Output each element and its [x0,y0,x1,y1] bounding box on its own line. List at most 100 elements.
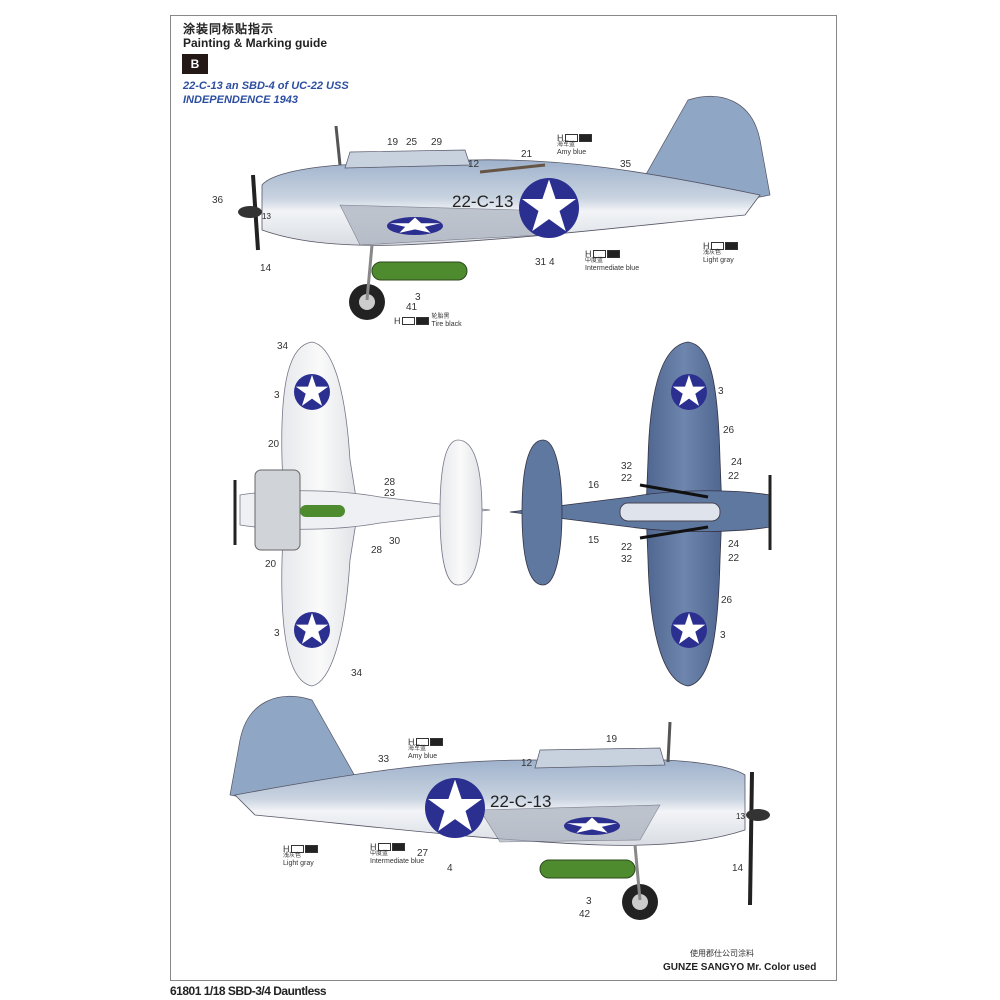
fuselage-code-right: 22-C-13 [490,792,551,811]
callout: 3 [718,386,724,397]
subject-line-2: INDEPENDENCE 1943 [183,94,298,106]
color-chip-intermediate-blue: H 中度蓝 Intermediate blue [585,249,640,272]
callout: 16 [588,480,600,491]
callout: 14 [732,863,744,874]
chip-label-en: Tire black [431,321,462,328]
callout: 14 [260,263,272,274]
callout: 3 [274,390,280,401]
scheme-badge: B [182,54,208,74]
paint-note-chinese: 使用郡仕公司涂料 [690,949,754,958]
callout: 42 [579,909,591,920]
callout: 26 [723,425,735,436]
color-chip-light-gray: H 浅灰色 Light gray [283,843,318,867]
callout: 4 [447,863,453,874]
callout: 33 [378,754,390,765]
guide-frame [170,15,837,981]
title-chinese: 涂装同标贴指示 [183,22,275,36]
side-view-left-facing: 22-C-13 13 [238,96,771,320]
callout: 31 [535,257,547,268]
chip-label-cn: 海军蓝 [557,142,576,148]
bottom-view [509,341,772,687]
color-chip-amy-blue: H 海军蓝 Amy blue [557,132,592,156]
color-chip-intermediate-blue: H 中度蓝 Intermediate blue [370,841,425,865]
swatch [606,250,620,258]
color-chip-amy-blue: H 海军蓝 Amy blue [408,736,443,760]
callout: 19 [606,734,618,745]
callout: 22 [728,471,740,482]
color-chip-light-gray: H 浅灰色 Light gray [703,240,738,264]
callout: 3 [720,630,726,641]
callout: 3 [586,896,592,907]
callout: 3 [415,292,421,303]
swatch [592,250,606,258]
callout: 22 [621,542,633,553]
chip-prefix: H [408,736,415,747]
swatch [391,843,405,851]
prop-code-right: 13 [736,812,745,821]
swatch [710,242,724,250]
swatch [564,134,578,142]
callout: 22 [621,473,633,484]
chip-prefix: H [557,132,564,143]
swatch [724,242,738,250]
chip-label-cn: 浅灰色 [703,250,722,256]
chip-label-cn: 中度蓝 [585,258,604,264]
callout: 34 [277,341,289,352]
top-view [233,341,491,687]
callout: 12 [521,758,533,769]
chip-label-cn: 轮胎黑 [431,314,450,320]
chip-label-en: Intermediate blue [585,265,640,272]
callout: 15 [588,535,600,546]
callout: 26 [721,595,733,606]
callout: 20 [268,439,280,450]
callout: 27 [417,848,429,859]
callout: 32 [621,461,633,472]
chip-label-en: Intermediate blue [370,858,425,865]
chip-prefix: H [370,841,377,852]
callout: 32 [621,554,633,565]
chip-label-cn: 中度蓝 [370,851,389,857]
chip-label-cn: 海军蓝 [408,746,427,752]
title-english: Painting & Marking guide [183,36,328,50]
callout: 29 [431,137,443,148]
callout: 19 [387,137,399,148]
fuselage-code: 22-C-13 [452,192,513,211]
swatch [304,845,318,853]
callout: 41 [406,302,418,313]
chip-label-cn: 浅灰色 [283,853,302,859]
paint-note-english: GUNZE SANGYO Mr. Color used [663,962,817,973]
chip-label-en: Amy blue [408,753,438,760]
callout: 21 [521,149,533,160]
swatch [429,738,443,746]
callout: 30 [389,536,401,547]
swatch [401,317,415,325]
callout: 23 [384,488,396,499]
chip-label-en: Amy blue [557,149,587,156]
callout: 22 [728,553,740,564]
callout: 12 [468,159,480,170]
callout: 24 [728,539,740,550]
callout: 24 [731,457,743,468]
callout: 4 [549,257,555,268]
chip-label-en: Light gray [703,257,734,264]
chip-prefix: H [703,240,710,251]
prop-code: 13 [262,212,271,221]
swatch [415,317,429,325]
callout: 20 [265,559,277,570]
callout: 34 [351,668,363,679]
kit-footer: 61801 1/18 SBD-3/4 Dauntless [170,984,327,998]
callout: 35 [620,159,632,170]
swatch [377,843,391,851]
subject-line-1: 22-C-13 an SBD-4 of UC-22 USS [183,80,349,92]
swatch [415,738,429,746]
callout: 25 [406,137,418,148]
swatch [578,134,592,142]
chip-prefix: H [283,843,290,854]
chip-label-en: Light gray [283,860,314,867]
chip-prefix: H [394,315,401,326]
swatch [290,845,304,853]
callout: 28 [384,477,396,488]
callout: 3 [274,628,280,639]
callout: 28 [371,545,383,556]
